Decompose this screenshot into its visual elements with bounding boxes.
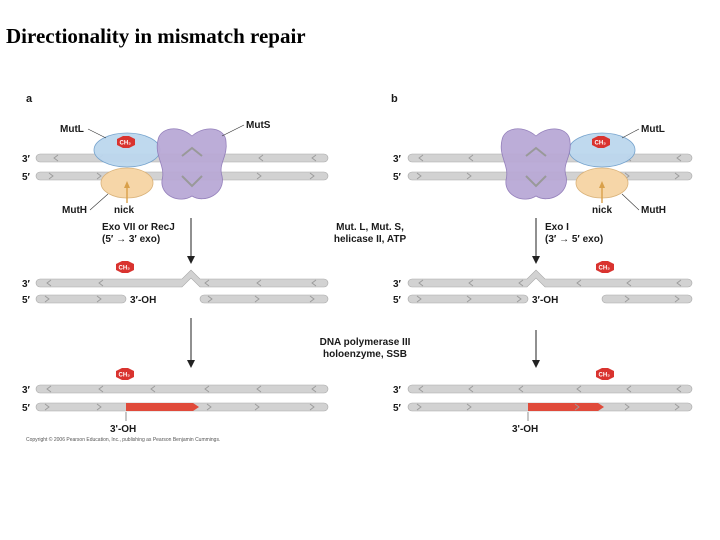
three-oh-label: 3′-OH: [532, 295, 558, 306]
muts-protein: [156, 128, 227, 200]
dna-strand-top: [35, 384, 329, 394]
five-prime-end-label: 5′: [22, 172, 31, 183]
mismatch-kink: [525, 146, 547, 157]
methyl-group-marker: [116, 261, 134, 273]
nick-label: nick: [114, 205, 134, 216]
muts-protein: [500, 128, 571, 200]
middle-label-2-line2: holoenzyme, SSB: [323, 349, 407, 360]
middle-label-2-line1: DNA polymerase III: [320, 337, 411, 348]
panel-b-row2-strands: [407, 269, 693, 304]
methyl-group-marker: [596, 368, 614, 380]
mismatch-kink: [181, 146, 203, 157]
svg-text:3′: 3′: [393, 385, 402, 396]
svg-text:CH₃: CH₃: [599, 266, 611, 272]
middle-label-1-line2: helicase II, ATP: [334, 234, 407, 245]
methyl-group-marker: [596, 261, 614, 273]
svg-text:5′: 5′: [22, 295, 31, 306]
svg-text:3′: 3′: [393, 279, 402, 290]
exo-label-b-line1: Exo I: [545, 222, 569, 233]
three-oh-label: 3'-OH: [110, 424, 136, 435]
muth-label: MutH: [641, 205, 666, 216]
svg-text:CH₃: CH₃: [595, 141, 607, 147]
svg-text:5′: 5′: [393, 403, 402, 414]
svg-text:5′: 5′: [393, 172, 402, 183]
muts-label: MutS: [246, 120, 271, 131]
panel-b-row3-strands: [407, 384, 693, 412]
three-oh-label: 3'-OH: [512, 424, 538, 435]
ch3-label: CH₃: [120, 141, 132, 147]
mutl-label: MutL: [60, 124, 84, 135]
panel-label-b: b: [391, 93, 398, 105]
svg-text:CH₃: CH₃: [119, 373, 131, 379]
svg-text:CH₃: CH₃: [599, 373, 611, 379]
exo-label-a-line2: (5′ → 3′ exo): [102, 234, 160, 245]
dna-strand-top: [407, 384, 693, 394]
panel-a-row3-strands: [35, 384, 329, 412]
methyl-group-marker: [117, 136, 135, 148]
new-dna-segment: [528, 403, 604, 411]
dna-strand-top: [35, 269, 329, 288]
dna-strand-bottom-right: [601, 294, 693, 304]
methyl-group-marker: [592, 136, 610, 148]
panel-label-a: a: [26, 93, 33, 105]
three-prime-end-label: 3′: [22, 154, 31, 165]
methyl-group-marker: [116, 368, 134, 380]
new-dna-segment: [126, 403, 199, 411]
slide-title: Directionality in mismatch repair: [6, 24, 306, 48]
dna-strand-bottom-left: [407, 294, 529, 304]
svg-text:CH₃: CH₃: [119, 266, 131, 272]
exo-label-a-line1: Exo VII or RecJ: [102, 222, 175, 233]
nick-label: nick: [592, 205, 612, 216]
dna-strand-bottom-right: [199, 294, 329, 304]
svg-text:5′: 5′: [393, 295, 402, 306]
exo-label-b-line2: (3′ → 5′ exo): [545, 234, 603, 245]
three-oh-label: 3′-OH: [130, 295, 156, 306]
middle-label-1-line1: Mut. L, Mut. S,: [336, 222, 404, 233]
mutl-label: MutL: [641, 124, 665, 135]
svg-text:3′: 3′: [22, 385, 31, 396]
panel-a-row2-strands: [35, 269, 329, 304]
muth-label: MutH: [62, 205, 87, 216]
copyright-note: Copyright © 2006 Pearson Education, Inc.…: [26, 436, 220, 443]
svg-text:3′: 3′: [22, 279, 31, 290]
svg-text:3′: 3′: [393, 154, 402, 165]
svg-text:5′: 5′: [22, 403, 31, 414]
dna-strand-bottom-left: [35, 294, 127, 304]
dna-strand-top: [407, 269, 693, 288]
